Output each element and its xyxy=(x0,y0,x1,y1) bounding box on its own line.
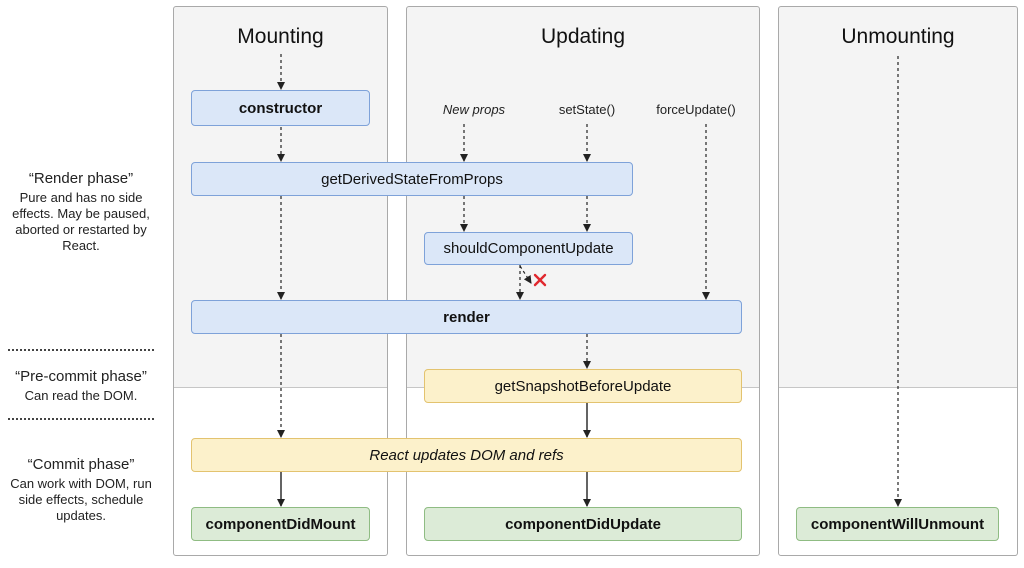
will-unmount-box: componentWillUnmount xyxy=(796,507,999,541)
dom-updates-box: React updates DOM and refs xyxy=(191,438,742,472)
new-props-label: New props xyxy=(442,102,506,117)
precommit-phase-description: Can read the DOM. xyxy=(24,388,138,403)
mounting-title: Mounting xyxy=(237,25,324,48)
commit-phase-note: “Commit phase” Can work with DOM, run si… xyxy=(6,456,156,524)
should-update-box: shouldComponentUpdate xyxy=(424,232,633,265)
commit-phase-description: Can work with DOM, run side effects, sch… xyxy=(10,476,152,523)
set-state-label: setState() xyxy=(558,102,616,117)
get-derived-state-box: getDerivedStateFromProps xyxy=(191,162,633,196)
cross-icon xyxy=(533,273,547,287)
render-box: render xyxy=(191,300,742,334)
did-update-box: componentDidUpdate xyxy=(424,507,742,541)
render-phase-description: Pure and has no side effects. May be pau… xyxy=(12,190,150,253)
phase-divider xyxy=(8,418,154,420)
precommit-phase-title: “Pre-commit phase” xyxy=(15,368,147,385)
constructor-box: constructor xyxy=(191,90,370,126)
force-update-label: forceUpdate() xyxy=(656,102,736,117)
render-phase-note: “Render phase” Pure and has no side effe… xyxy=(6,170,156,254)
arrow-skip-render xyxy=(519,265,532,284)
did-mount-box: componentDidMount xyxy=(191,507,370,541)
unmounting-title: Unmounting xyxy=(841,25,955,48)
get-snapshot-box: getSnapshotBeforeUpdate xyxy=(424,369,742,403)
render-phase-title: “Render phase” xyxy=(28,170,134,187)
phase-divider xyxy=(8,349,154,351)
precommit-phase-note: “Pre-commit phase” Can read the DOM. xyxy=(6,368,156,404)
commit-phase-title: “Commit phase” xyxy=(27,456,135,473)
updating-title: Updating xyxy=(540,25,626,48)
